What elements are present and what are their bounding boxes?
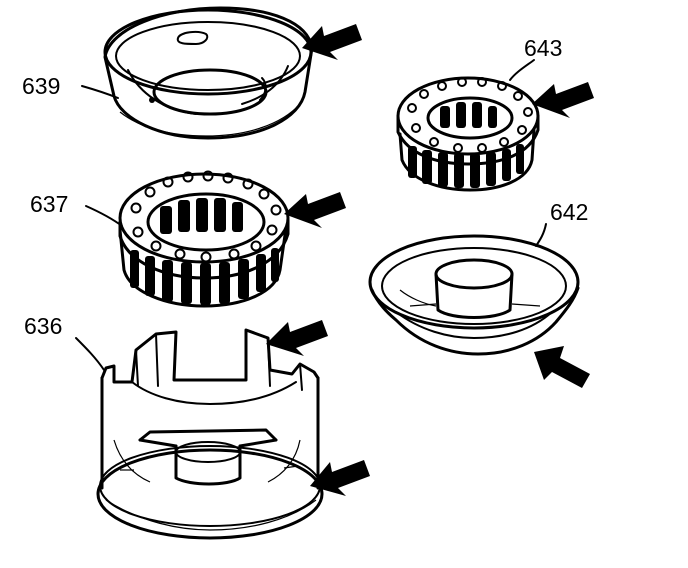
arrow-643 [532,82,594,118]
arrow-639 [302,24,362,60]
leader-lines [75,59,547,371]
arrow-642 [534,346,590,388]
label-637: 637 [30,191,68,217]
label-639: 639 [22,73,60,99]
part-642-cam-race [368,234,580,356]
label-643: 643 [524,35,562,61]
arrow-636-bottom [310,460,370,496]
part-639-cup [103,6,314,140]
part-636-housing [96,328,324,540]
label-636: 636 [24,313,62,339]
label-642: 642 [550,199,588,225]
part-643-roller-clutch [396,76,540,192]
arrow-636-top [266,320,328,356]
arrow-637 [284,192,346,228]
part-637-roller-clutch [118,170,290,308]
